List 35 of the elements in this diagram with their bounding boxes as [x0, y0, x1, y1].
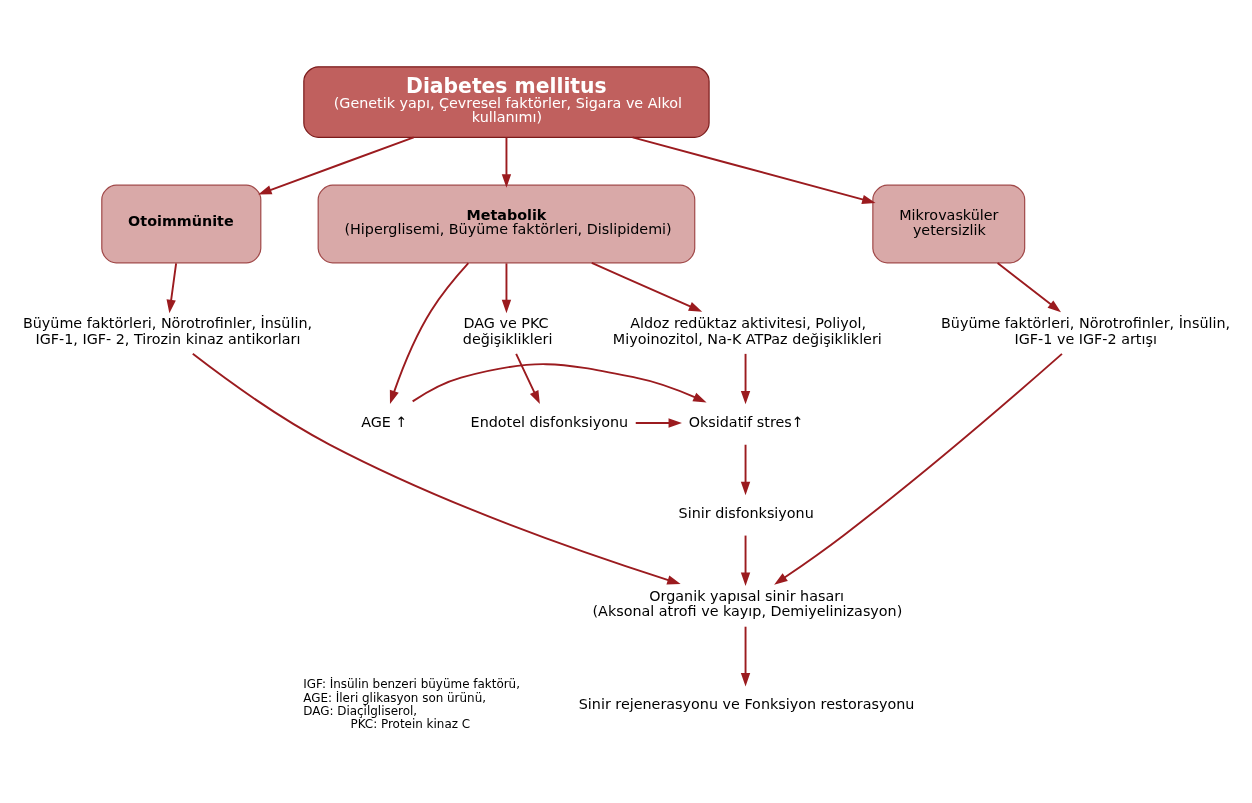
node-text: Büyüme faktörleri, Nörotrofinler, İnsülin, IGF-1 ve IGF-2 artışı: [940, 315, 1231, 347]
arrow: [590, 261, 703, 312]
node-text: Sinir rejenerasyonu ve Fonksiyon restorasyonu: [578, 695, 915, 712]
arrow: [166, 262, 178, 314]
node-text: Oksidatif stres↑: [688, 413, 804, 430]
arrow: [389, 262, 470, 404]
arrow: [191, 352, 681, 585]
arrow: [740, 625, 751, 687]
label: AGE: İleri glikasyon son ürünü,: [303, 690, 487, 705]
label: IGF: İnsülin benzeri büyüme faktörü,: [303, 677, 520, 692]
node-text: Sinir disfonksiyonu: [678, 504, 814, 521]
arrow: [258, 136, 415, 195]
arrow: [501, 136, 512, 188]
node-box: Mikrovasküler yetersizlik: [872, 184, 1026, 264]
node-text: Endotel disfonksiyonu: [470, 413, 629, 430]
arrow: [740, 352, 751, 405]
node-box: Diabetes mellitus (Genetik yapı, Çevresel faktörler, Sigara ve Alkol kullanımı): [303, 66, 710, 138]
node-text: Organik yapısal sinir hasarı (Aksonal atrofi ve kayıp, Demiyelinizasyon): [592, 587, 903, 620]
arrow: [740, 534, 751, 586]
arrow: [774, 352, 1063, 585]
label: DAG: Diaçilgliserol,: [303, 703, 418, 718]
label: PKC: Protein kinaz C: [350, 716, 471, 731]
node-text: Aldoz redüktaz aktivitesi, Poliyol, Miyoinozitol, Na-K ATPaz değişiklikleri: [612, 315, 882, 347]
arrow: [631, 136, 876, 205]
arrow: [996, 262, 1061, 313]
arrow: [501, 262, 512, 314]
node-box: Metabolik (Hiperglisemi, Büyüme faktörleri, Dislipidemi): [317, 184, 696, 264]
node-text: AGE ↑: [361, 413, 408, 430]
arrow: [740, 443, 751, 496]
arrow: [634, 418, 682, 428]
node-box: Otoimmünite: [101, 184, 262, 264]
node-text: Büyüme faktörleri, Nörotrofinler, İnsülin, IGF-1, IGF- 2, Tirozin kinaz antikorları: [22, 315, 313, 347]
node-text: DAG ve PKC değişiklikleri: [462, 315, 553, 347]
arrow: [411, 363, 707, 403]
arrow: [515, 352, 540, 405]
